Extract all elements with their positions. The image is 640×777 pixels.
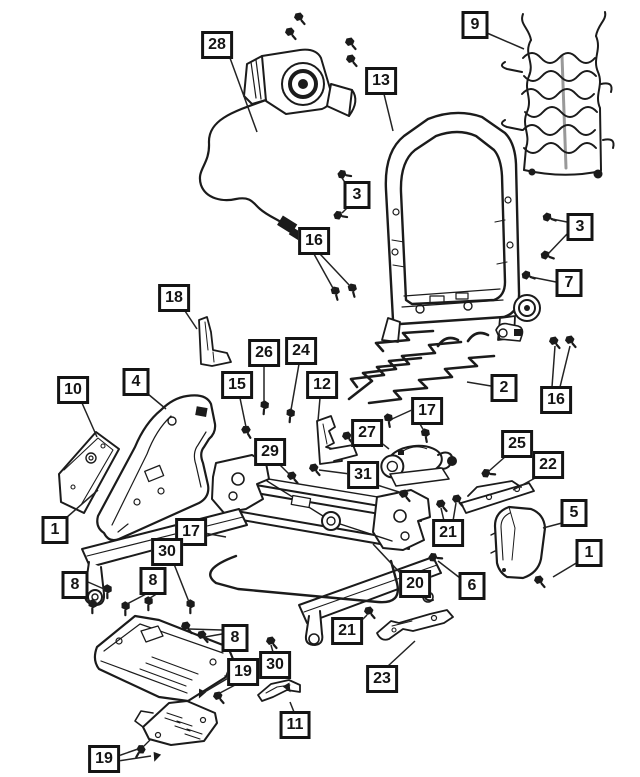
leader-line-16 xyxy=(313,253,335,291)
callout-19-box-37[interactable]: 19 xyxy=(88,745,120,773)
leader-line-21 xyxy=(452,502,457,522)
leader-line-8 xyxy=(204,633,223,638)
part-seatback-frame-icon xyxy=(381,111,541,343)
callout-2-box-8[interactable]: 2 xyxy=(490,374,518,402)
callout-1-box-23[interactable]: 1 xyxy=(575,539,603,567)
leader-line-16 xyxy=(559,345,571,388)
leader-line-5 xyxy=(542,522,563,529)
callout-8-box-31[interactable]: 8 xyxy=(221,624,249,652)
callout-9-box-1[interactable]: 9 xyxy=(461,11,489,39)
callout-8-box-30[interactable]: 8 xyxy=(139,567,167,595)
callout-1-box-38[interactable]: 1 xyxy=(41,516,69,544)
part-rear-bracket-icon xyxy=(376,609,454,641)
leader-line-8 xyxy=(188,628,223,631)
leader-line-18 xyxy=(184,310,198,330)
leader-line-6 xyxy=(437,560,461,579)
leader-line-17 xyxy=(419,423,425,432)
callout-28-box-0[interactable]: 28 xyxy=(201,31,233,59)
callout-18-box-7[interactable]: 18 xyxy=(158,284,190,312)
part-wire-frame-icon xyxy=(347,329,496,405)
leader-line-20 xyxy=(372,543,404,577)
callout-22-box-21[interactable]: 22 xyxy=(532,451,564,479)
callout-16-box-9[interactable]: 16 xyxy=(540,386,572,414)
callout-5-box-22[interactable]: 5 xyxy=(560,499,588,527)
leader-line-16 xyxy=(551,345,556,388)
leader-line-19 xyxy=(117,748,139,757)
callout-21-box-34[interactable]: 21 xyxy=(331,617,363,645)
leader-line-24 xyxy=(290,363,300,411)
leader-line-22 xyxy=(512,476,538,491)
leader-line-3 xyxy=(551,218,568,223)
part-lumbar-motor-icon xyxy=(380,444,457,487)
callout-7-box-6[interactable]: 7 xyxy=(555,269,583,297)
leader-line-28 xyxy=(229,57,258,133)
callout-3-box-5[interactable]: 3 xyxy=(566,213,594,241)
part-riser-bracket-icon xyxy=(134,700,218,747)
callout-26-box-13[interactable]: 26 xyxy=(248,339,280,367)
callout-6-box-25[interactable]: 6 xyxy=(458,572,486,600)
callout-8-box-29[interactable]: 8 xyxy=(61,571,89,599)
callout-12-box-15[interactable]: 12 xyxy=(306,371,338,399)
part-support-bracket-icon xyxy=(460,480,535,514)
callout-13-box-2[interactable]: 13 xyxy=(365,67,397,95)
leader-line-3 xyxy=(547,232,569,255)
leader-line-25 xyxy=(488,455,507,472)
leader-line-12 xyxy=(317,397,321,422)
callout-30-box-28[interactable]: 30 xyxy=(151,538,183,566)
leader-line-19 xyxy=(117,755,152,762)
callout-21-box-24[interactable]: 21 xyxy=(432,519,464,547)
leader-line-31 xyxy=(318,469,351,475)
callout-3-box-3[interactable]: 3 xyxy=(343,181,371,209)
part-blower-motor-icon xyxy=(198,48,357,241)
callout-15-box-12[interactable]: 15 xyxy=(221,371,253,399)
leader-line-13 xyxy=(383,93,394,132)
leader-line-17 xyxy=(203,532,227,538)
callout-16-box-4[interactable]: 16 xyxy=(298,227,330,255)
callout-29-box-18[interactable]: 29 xyxy=(254,438,286,466)
part-pivot-bracket-icon xyxy=(316,415,358,465)
leader-line-23 xyxy=(387,640,416,667)
leader-line-16 xyxy=(319,253,352,288)
leader-line-8 xyxy=(87,581,105,590)
leader-line-9 xyxy=(486,32,525,50)
callout-4-box-11[interactable]: 4 xyxy=(122,368,150,396)
part-side-member-icon xyxy=(96,394,217,542)
leader-line-1 xyxy=(65,489,99,519)
callout-30-box-33[interactable]: 30 xyxy=(259,651,291,679)
callout-17-box-16[interactable]: 17 xyxy=(411,397,443,425)
part-buckle-icon xyxy=(495,322,524,342)
callout-27-box-17[interactable]: 27 xyxy=(351,419,383,447)
callout-10-box-10[interactable]: 10 xyxy=(57,376,89,404)
leader-line-11 xyxy=(289,701,295,713)
leader-line-10 xyxy=(81,402,98,438)
callout-23-box-35[interactable]: 23 xyxy=(366,665,398,693)
callout-31-box-19[interactable]: 31 xyxy=(347,461,379,489)
leader-line-2 xyxy=(466,381,492,387)
part-guide-bracket-icon xyxy=(198,316,232,367)
leader-line-1 xyxy=(552,561,579,578)
callout-25-box-20[interactable]: 25 xyxy=(501,430,533,458)
callout-20-box-26[interactable]: 20 xyxy=(399,570,431,598)
leader-line-4 xyxy=(147,393,167,410)
callout-19-box-32[interactable]: 19 xyxy=(227,658,259,686)
callout-24-box-14[interactable]: 24 xyxy=(285,337,317,365)
leader-line-17 xyxy=(391,408,415,420)
leader-line-15 xyxy=(239,397,247,428)
leader-line-21 xyxy=(440,507,445,522)
leader-line-7 xyxy=(530,276,557,283)
callout-11-box-36[interactable]: 11 xyxy=(279,711,311,739)
part-suspension-mat-icon xyxy=(501,11,615,179)
leader-line-19 xyxy=(202,676,231,694)
part-inner-shield-icon xyxy=(58,431,120,514)
leader-line-30 xyxy=(173,563,190,603)
leader-line-30 xyxy=(270,644,274,653)
